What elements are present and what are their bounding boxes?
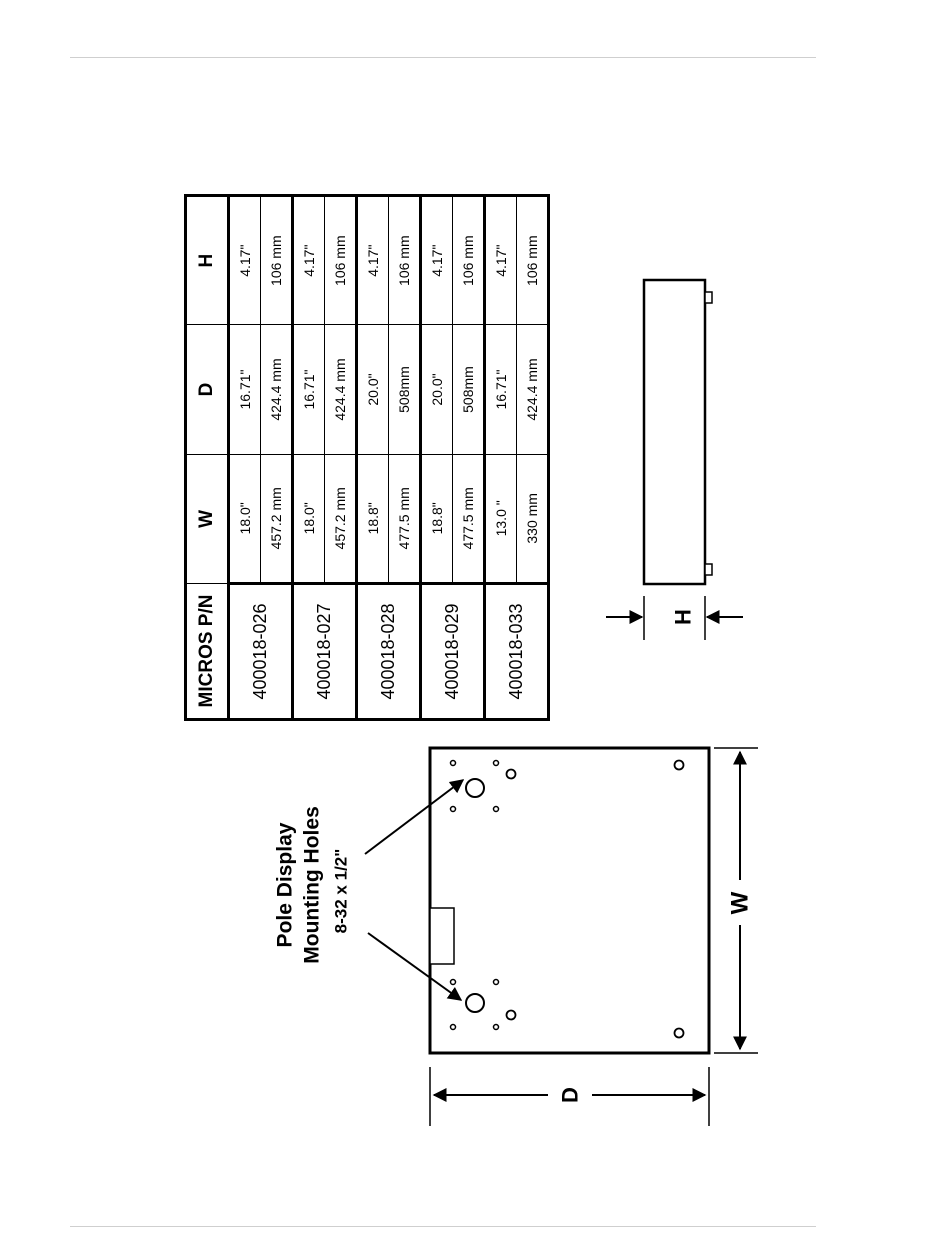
mounting-hole xyxy=(465,778,485,798)
d-dimension xyxy=(429,1067,710,1126)
callout-title-line2: Mounting Holes xyxy=(301,806,324,963)
mounting-hole xyxy=(465,993,485,1013)
callout-title-line1: Pole Display xyxy=(274,822,297,947)
callout-arrow xyxy=(367,932,463,1001)
screw-hole xyxy=(492,805,500,813)
side-view xyxy=(606,278,743,640)
connector-cutout xyxy=(429,907,455,965)
callout-arrow xyxy=(364,779,465,855)
screw-hole xyxy=(673,1027,685,1039)
side-view-foot xyxy=(704,291,713,304)
screw-hole xyxy=(492,1023,500,1031)
screw-hole xyxy=(449,759,457,767)
side-view-foot xyxy=(704,563,713,576)
callout-spec-line: 8-32 x 1/2" xyxy=(332,849,351,934)
screw-hole xyxy=(449,1023,457,1031)
bottom-rule xyxy=(70,1226,816,1227)
screw-hole xyxy=(449,978,457,986)
d-dimension-label: D xyxy=(558,1087,583,1103)
screw-hole xyxy=(505,768,517,780)
top-rule xyxy=(70,57,816,58)
h-dimension-label: H xyxy=(671,609,696,625)
w-dimension xyxy=(714,747,758,1054)
screw-hole xyxy=(449,805,457,813)
side-view-body xyxy=(642,278,707,586)
screw-hole xyxy=(492,759,500,767)
w-dimension-label: W xyxy=(727,891,754,914)
screw-hole xyxy=(492,978,500,986)
screw-hole xyxy=(673,759,685,771)
screw-hole xyxy=(505,1009,517,1021)
top-view xyxy=(428,746,711,1055)
